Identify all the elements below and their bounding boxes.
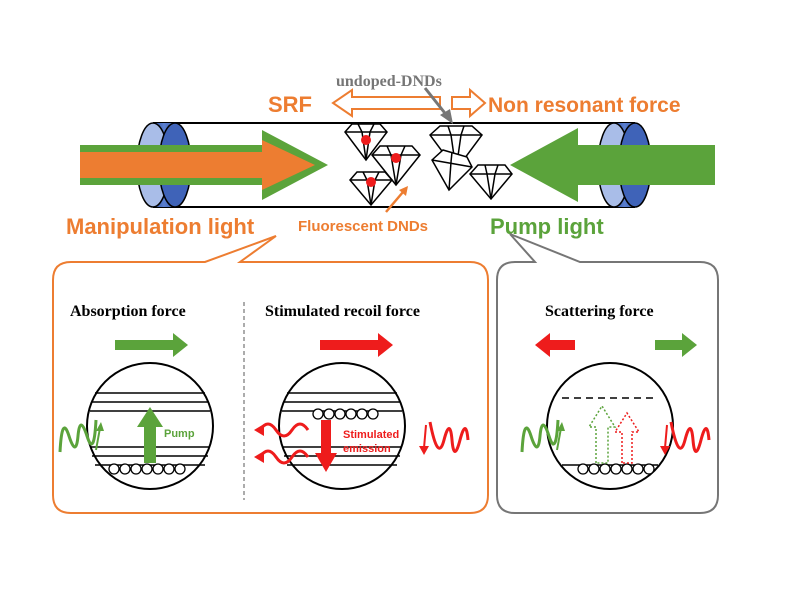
scatter-incident-arrow bbox=[556, 422, 565, 451]
absorbed-photon-wave bbox=[58, 419, 98, 453]
srf-hollow-arrow bbox=[331, 88, 441, 118]
undoped-diamond-2 bbox=[431, 149, 473, 192]
absorption-title: Absorption force bbox=[70, 303, 186, 320]
scattering-title: Scattering force bbox=[545, 303, 654, 320]
emitted-photon-waves bbox=[258, 422, 310, 465]
stimulated-emission-label-2: emission bbox=[343, 443, 391, 455]
fluorescent-diamond-2 bbox=[371, 145, 421, 187]
scatter-emitted-wave bbox=[669, 421, 711, 453]
incident-photon-wave bbox=[428, 421, 470, 453]
absorbed-photon-arrow bbox=[95, 422, 104, 451]
undoped-diamond-3 bbox=[469, 164, 513, 201]
srf-label: SRF bbox=[268, 92, 312, 117]
pump-beam-arrow bbox=[510, 128, 715, 202]
absorption-force-arrow bbox=[115, 333, 188, 357]
fluorescent-label: Fluorescent DNDs bbox=[298, 218, 428, 235]
stimulated-title: Stimulated recoil force bbox=[265, 303, 420, 320]
scattering-right-arrow bbox=[655, 333, 697, 357]
scatter-incident-wave bbox=[520, 419, 560, 453]
non-resonant-label: Non resonant force bbox=[488, 94, 681, 117]
non-resonant-hollow-arrow bbox=[451, 87, 487, 119]
manipulation-light-label: Manipulation light bbox=[66, 214, 255, 239]
fluorescent-pointer-arrow bbox=[385, 186, 408, 213]
fluorescent-diamond-3 bbox=[349, 171, 393, 207]
scattering-level-diagram bbox=[546, 362, 674, 490]
stimulated-emission-label-1: Stimulated bbox=[343, 429, 399, 441]
undoped-label: undoped-DNDs bbox=[336, 73, 442, 90]
fluorescent-diamond-1 bbox=[344, 123, 388, 162]
scatter-emitted-arrow bbox=[660, 424, 670, 455]
undoped-pointer-arrow bbox=[423, 87, 453, 124]
stimulated-level-diagram bbox=[278, 362, 406, 490]
incident-photon-arrow bbox=[419, 424, 429, 455]
pump-transition-label: Pump bbox=[164, 428, 195, 440]
stimulated-force-arrow bbox=[320, 333, 393, 357]
emitted-photon-arrows bbox=[254, 424, 264, 463]
scattering-left-arrow bbox=[535, 333, 575, 357]
manipulation-beam-arrow bbox=[80, 130, 328, 200]
absorption-level-diagram bbox=[86, 362, 214, 490]
pump-light-label: Pump light bbox=[490, 214, 604, 239]
